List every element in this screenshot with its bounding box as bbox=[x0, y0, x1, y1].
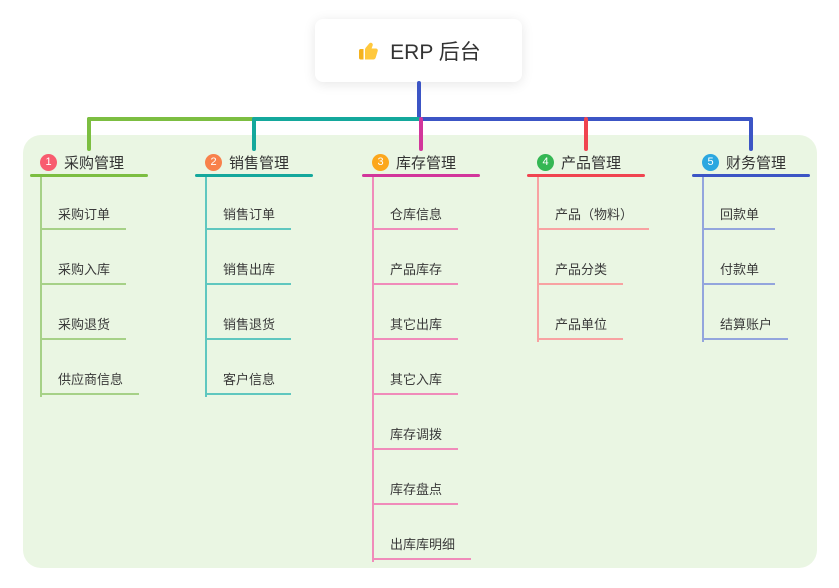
branch-number-badge: 4 bbox=[537, 153, 554, 171]
connector-drop bbox=[87, 117, 91, 151]
node-item[interactable]: 采购入库 bbox=[40, 257, 127, 285]
node-item[interactable]: 供应商信息 bbox=[40, 367, 140, 395]
branch-underline bbox=[30, 174, 148, 177]
node-item[interactable]: 库存调拨 bbox=[372, 422, 459, 450]
branch-label: 产品管理 bbox=[561, 154, 622, 172]
branch-head-3[interactable]: 3 库存管理 bbox=[362, 147, 480, 177]
connector-drop bbox=[749, 117, 753, 151]
branch-head-4[interactable]: 4 产品管理 bbox=[527, 147, 645, 177]
node-item[interactable]: 回款单 bbox=[702, 202, 776, 230]
branch-underline bbox=[362, 174, 480, 177]
node-item[interactable]: 其它出库 bbox=[372, 312, 459, 340]
node-item[interactable]: 客户信息 bbox=[205, 367, 292, 395]
node-item[interactable]: 销售订单 bbox=[205, 202, 292, 230]
branch-spine bbox=[40, 177, 42, 397]
node-item[interactable]: 出库库明细 bbox=[372, 532, 472, 560]
branch-label: 库存管理 bbox=[396, 154, 457, 172]
branch-spine bbox=[372, 177, 374, 562]
connector-drop bbox=[584, 117, 588, 151]
node-item[interactable]: 库存盘点 bbox=[372, 477, 459, 505]
branch-head-2[interactable]: 2 销售管理 bbox=[195, 147, 313, 177]
connector-bus-segment bbox=[87, 117, 254, 121]
branch-number-badge: 5 bbox=[702, 153, 719, 171]
branch-spine bbox=[702, 177, 704, 342]
connector-drop bbox=[419, 117, 423, 151]
root-label: ERP 后台 bbox=[390, 40, 481, 64]
branch-head-1[interactable]: 1 采购管理 bbox=[30, 147, 148, 177]
node-item[interactable]: 产品（物料） bbox=[537, 202, 650, 230]
node-item[interactable]: 产品库存 bbox=[372, 257, 459, 285]
branch-underline bbox=[195, 174, 313, 177]
node-item[interactable]: 采购退货 bbox=[40, 312, 127, 340]
node-item[interactable]: 销售出库 bbox=[205, 257, 292, 285]
branch-label: 销售管理 bbox=[229, 154, 290, 172]
trunk-connector bbox=[417, 81, 421, 121]
branch-label: 财务管理 bbox=[726, 154, 787, 172]
node-item[interactable]: 结算账户 bbox=[702, 312, 789, 340]
node-item[interactable]: 付款单 bbox=[702, 257, 776, 285]
node-item[interactable]: 产品单位 bbox=[537, 312, 624, 340]
branch-spine bbox=[205, 177, 207, 397]
node-item[interactable]: 其它入库 bbox=[372, 367, 459, 395]
branch-head-5[interactable]: 5 财务管理 bbox=[692, 147, 810, 177]
branches-panel bbox=[23, 135, 817, 568]
connector-bus-segment bbox=[252, 117, 421, 121]
node-item[interactable]: 仓库信息 bbox=[372, 202, 459, 230]
branch-underline bbox=[692, 174, 810, 177]
branch-number-badge: 2 bbox=[205, 153, 222, 171]
node-item[interactable]: 采购订单 bbox=[40, 202, 127, 230]
branch-number-badge: 3 bbox=[372, 153, 389, 171]
branch-number-badge: 1 bbox=[40, 153, 57, 171]
connector-drop bbox=[252, 117, 256, 151]
branch-underline bbox=[527, 174, 645, 177]
branch-spine bbox=[537, 177, 539, 342]
node-item[interactable]: 产品分类 bbox=[537, 257, 624, 285]
node-item[interactable]: 销售退货 bbox=[205, 312, 292, 340]
thumbs-up-icon bbox=[356, 39, 380, 63]
root-node[interactable]: ERP 后台 bbox=[315, 19, 522, 82]
branch-label: 采购管理 bbox=[64, 154, 125, 172]
